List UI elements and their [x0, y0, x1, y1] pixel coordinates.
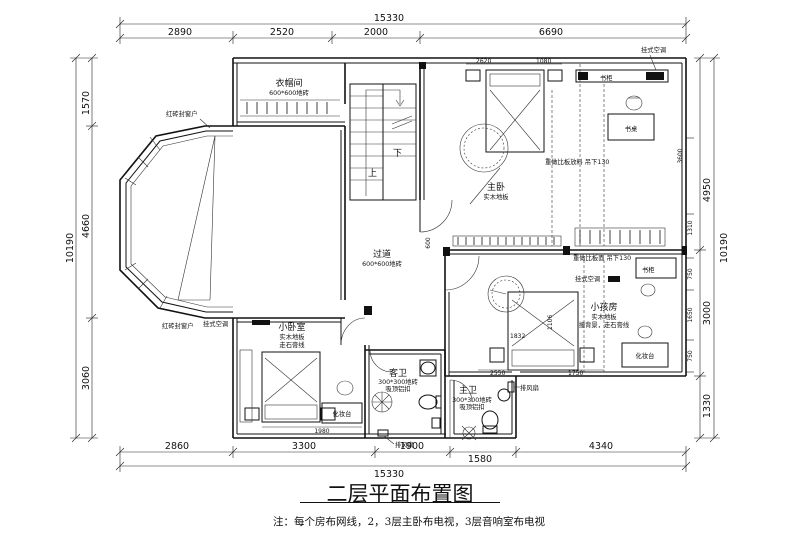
exhaust-fan-master: 排风扇 [520, 383, 539, 392]
kid-room-note: 撞背景，走石膏线 [579, 320, 630, 329]
kid-curtain-note: 重做比板面 吊下130 [573, 253, 631, 262]
dim-right-total: 10190 [719, 233, 730, 263]
dim-bottom-seg: 4340 [589, 441, 613, 452]
desk-label: 书桌 [625, 124, 638, 133]
dim-right-small: 750 [687, 350, 694, 362]
dim-left-total: 10190 [65, 233, 76, 263]
dim-bottom-seg: 3300 [292, 441, 316, 452]
small-bedroom-floor: 实木地板 [279, 332, 305, 341]
small-bedroom: 红砖封窗户 挂式空调 小卧室 实木地板 走石膏线 化妆台 1980 [162, 319, 363, 435]
master-floor: 实木地板 [483, 192, 509, 201]
master-name: 主卧 [487, 181, 505, 193]
bay-window [119, 125, 233, 319]
dim-master-bed-width: 2620 [476, 58, 491, 65]
master-bath-name: 主卫 [459, 384, 477, 396]
dim-left-seg: 1570 [81, 91, 92, 115]
top-dimensions: 15330 2890 2520 2000 6690 [115, 13, 691, 44]
dim-bottom-seg: 2860 [165, 441, 189, 452]
bay-window-bottom-note: 红砖封窗户 [162, 321, 193, 330]
guest-bathroom: 客卫 300*300地砖 吸顶铝扣 排风扇 [371, 359, 442, 449]
corridor: 过道 600*600地砖 600 [340, 199, 480, 373]
bookshelf-label: 书柜 [600, 73, 613, 82]
left-dimensions: 10190 1570 4660 3060 [65, 53, 98, 443]
dim-right-small: 1310 [687, 220, 694, 235]
dim-bottom-total: 15330 [374, 469, 404, 480]
bookshelf-kid: 书柜 [642, 265, 655, 274]
dim-small-bed: 1980 [314, 428, 329, 435]
cloakroom-name: 衣帽间 [275, 77, 302, 89]
guest-bath-ceiling: 吸顶铝扣 [385, 384, 410, 393]
dim-top-total: 15330 [374, 13, 404, 24]
cloakroom-floor: 600*600地砖 [269, 88, 309, 97]
structural-columns [364, 62, 687, 315]
dim-kid-2550: 2550 [490, 370, 505, 377]
master-bathroom: 主卫 300*300地砖 吸顶铝扣 排风扇 [449, 379, 539, 441]
dim-kid-1750: 1750 [568, 370, 583, 377]
right-dimensions: 4950 3000 1330 10190 3600 1310 750 1650 … [677, 53, 730, 443]
drawing-footnote: 注：每个房布网线，2，3层主卧布电视，3层音响室布电视 [273, 516, 546, 528]
ac-wall-kid: 挂式空调 [575, 274, 600, 283]
small-bedroom-name: 小卧室 [278, 321, 305, 333]
ac-wall-small: 挂式空调 [203, 319, 228, 328]
dim-right-seg: 4950 [702, 178, 713, 202]
dim-top-seg: 6690 [539, 27, 563, 38]
master-bath-ceiling: 吸顶铝扣 [459, 402, 484, 411]
dim-top-seg: 2890 [168, 27, 192, 38]
master-bedroom: 2620 1080 重做比板放料 吊下130 主卧 实木地板 [452, 45, 669, 247]
stair-up-label: 上 [368, 168, 377, 179]
dim-left-seg: 3060 [81, 366, 92, 390]
dim-bottom-seg: 1900 [400, 441, 424, 452]
ac-wall-master: 挂式空调 [641, 45, 666, 54]
dim-right-small: 3600 [677, 148, 684, 163]
dresser-small: 化妆台 [333, 409, 352, 418]
dim-right-seg: 3000 [702, 301, 713, 325]
dim-right-small: 750 [687, 268, 694, 280]
cloakroom: 衣帽间 600*600地砖 红砖封窗户 [166, 77, 340, 129]
kid-room: 重做比板面 吊下130 挂式空调 书柜 1832 1106 小孩房 实木地板 撞… [478, 253, 677, 377]
dim-kid-1832: 1832 [510, 333, 525, 340]
corridor-floor: 600*600地砖 [362, 259, 402, 268]
dim-top-seg: 2520 [270, 27, 294, 38]
dim-kid-1106: 1106 [547, 315, 554, 330]
corridor-name: 过道 [373, 248, 391, 260]
dim-master-1080: 1080 [536, 58, 551, 65]
dresser-kid: 化妆台 [636, 351, 655, 360]
walls [232, 57, 687, 439]
dim-right-small: 1650 [687, 307, 694, 322]
bay-window-top-note: 红砖封窗户 [166, 109, 197, 118]
drawing-title: 二层平面布置图 [326, 482, 474, 506]
master-bath-floor: 300*300地砖 [452, 395, 492, 404]
dim-top-seg: 2000 [364, 27, 388, 38]
exhaust-fan-guest: 排风扇 [395, 440, 414, 449]
small-bedroom-note: 走石膏线 [279, 340, 305, 349]
bottom-dimensions: 2860 3300 1900 4340 1580 15330 [115, 441, 691, 480]
kid-room-floor: 实木地板 [591, 312, 617, 321]
guest-bath-floor: 300*300地砖 [378, 377, 418, 386]
title-underline [300, 502, 500, 503]
guest-bath-name: 客卫 [389, 367, 407, 379]
dim-bottom-sub: 1580 [468, 454, 492, 465]
dim-corridor: 600 [425, 237, 432, 249]
stair-down-label: 下 [393, 149, 402, 159]
staircase: 下 上 [349, 83, 417, 201]
dim-right-seg: 1330 [702, 394, 713, 418]
dim-left-seg: 4660 [81, 214, 92, 238]
master-curtain-note: 重做比板放料 吊下130 [545, 157, 609, 166]
